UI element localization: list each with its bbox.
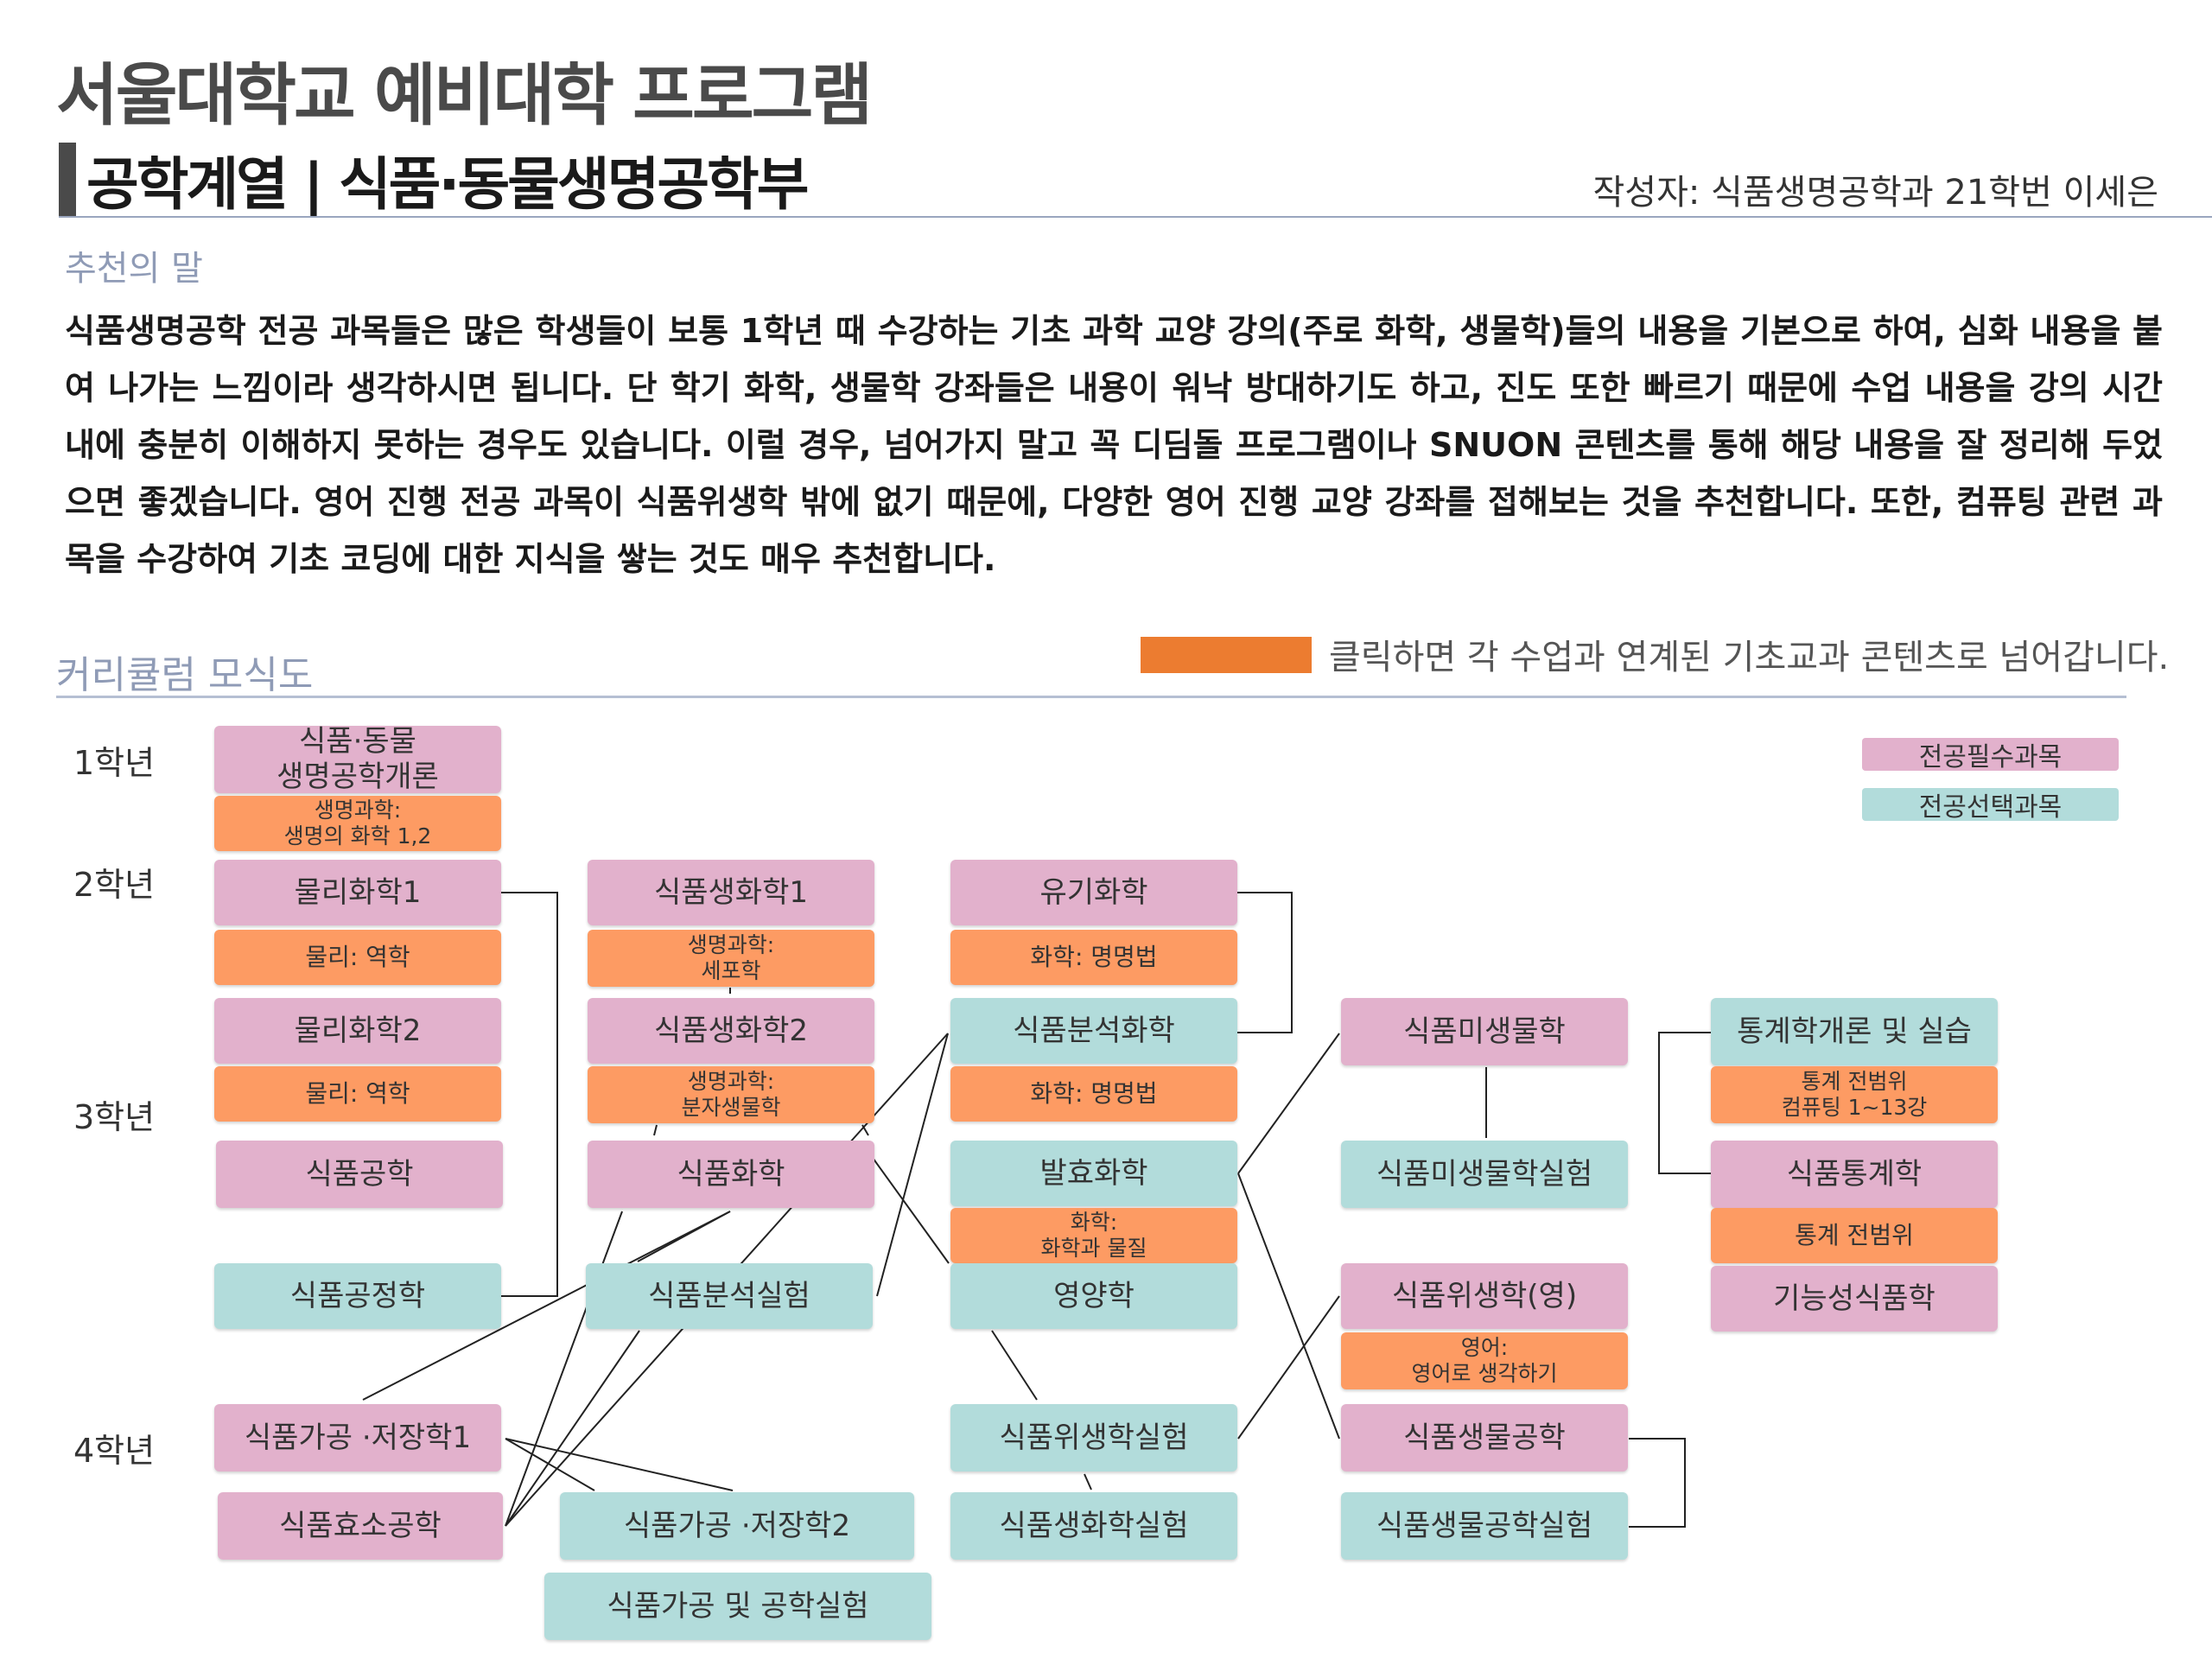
link-cell-biology[interactable]: 생명과학: 세포학	[588, 930, 874, 987]
year-label-2: 2학년	[73, 866, 156, 904]
link-chemistry-matter[interactable]: 화학: 화학과 물질	[950, 1208, 1237, 1263]
course-food-microbiology-lab: 식품미생물학실험	[1341, 1141, 1628, 1208]
course-food-biochemistry-lab: 식품생화학실험	[950, 1492, 1237, 1560]
course-food-chemistry: 식품화학	[588, 1141, 874, 1208]
link-legend-note: 클릭하면 각 수업과 연계된 기초교과 콘텐츠로 넘어갑니다.	[1329, 638, 2170, 677]
legend-elective: 전공선택과목	[1862, 788, 2119, 823]
link-physics-mechanics-2[interactable]: 물리: 역학	[214, 1066, 501, 1122]
course-nutrition: 영양학	[950, 1263, 1237, 1329]
page-title: 서울대학교 예비대학 프로그램	[56, 57, 873, 135]
course-food-analytical-chemistry: 식품분석화학	[950, 998, 1237, 1064]
legend-required: 전공필수과목	[1862, 738, 2119, 772]
year-label-1: 1학년	[73, 744, 156, 782]
course-food-processing-storage-1: 식품가공 ·저장학1	[214, 1404, 501, 1471]
link-statistics-all[interactable]: 통계 전범위	[1711, 1208, 1998, 1263]
link-nomenclature-2[interactable]: 화학: 명명법	[950, 1066, 1237, 1122]
course-organic-chemistry: 유기화학	[950, 860, 1237, 925]
year-label-3: 3학년	[73, 1098, 156, 1136]
course-food-statistics: 식품통계학	[1711, 1141, 1998, 1208]
link-nomenclature-1[interactable]: 화학: 명명법	[950, 930, 1237, 985]
course-food-bio-intro: 식품·동물 생명공학개론	[214, 724, 501, 794]
year-label-4: 4학년	[73, 1432, 156, 1470]
course-fermentation-chemistry: 발효화학	[950, 1141, 1237, 1206]
course-food-enzyme-engineering: 식품효소공학	[218, 1492, 503, 1560]
link-life-chemistry[interactable]: 생명과학: 생명의 화학 1,2	[214, 796, 501, 851]
course-food-processing-engineering-lab: 식품가공 및 공학실험	[544, 1573, 931, 1640]
course-physical-chemistry-1: 물리화학1	[214, 860, 501, 925]
link-molecular-biology[interactable]: 생명과학: 분자생물학	[588, 1066, 874, 1123]
course-food-hygiene-english: 식품위생학(영)	[1341, 1263, 1628, 1329]
link-statistics-computing[interactable]: 통계 전범위 컴퓨팅 1~13강	[1711, 1066, 1998, 1123]
author-credit: 작성자: 식품생명공학과 21학번 이세은	[1592, 173, 2158, 213]
page-subtitle: 공학계열 | 식품·동물생명공학부	[86, 151, 809, 218]
course-food-processing-storage-2: 식품가공 ·저장학2	[560, 1492, 914, 1560]
course-functional-food: 기능성식품학	[1711, 1266, 1998, 1332]
link-think-in-english[interactable]: 영어: 영어로 생각하기	[1341, 1332, 1628, 1389]
header-divider	[59, 216, 2212, 218]
recommendation-heading: 추천의 말	[65, 249, 203, 289]
course-food-process: 식품공정학	[214, 1263, 501, 1329]
course-physical-chemistry-2: 물리화학2	[214, 998, 501, 1064]
link-legend-swatch	[1141, 637, 1312, 673]
course-food-analysis-lab: 식품분석실험	[586, 1263, 873, 1329]
course-food-engineering: 식품공학	[216, 1141, 503, 1208]
course-food-biochemistry-1: 식품생화학1	[588, 860, 874, 925]
recommendation-text: 식품생명공학 전공 과목들은 많은 학생들이 보통 1학년 때 수강하는 기초 …	[65, 312, 2163, 578]
curriculum-divider	[56, 696, 2126, 698]
course-food-microbiology: 식품미생물학	[1341, 998, 1628, 1065]
course-intro-statistics: 통계학개론 및 실습	[1711, 998, 1998, 1065]
course-food-hygiene-lab: 식품위생학실험	[950, 1404, 1237, 1471]
course-food-biochemistry-2: 식품생화학2	[588, 998, 874, 1064]
course-food-biotechnology-lab: 식품생물공학실험	[1341, 1492, 1628, 1560]
course-food-biotechnology: 식품생물공학	[1341, 1404, 1628, 1471]
link-physics-mechanics-1[interactable]: 물리: 역학	[214, 930, 501, 985]
curriculum-heading: 커리큘럼 모식도	[56, 653, 314, 697]
subtitle-accent-bar	[59, 143, 76, 216]
